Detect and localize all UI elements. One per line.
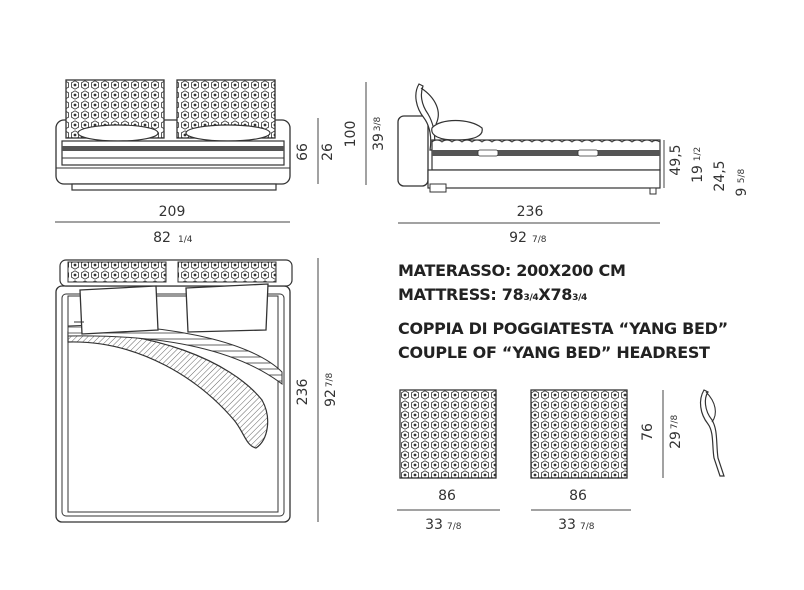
side-base xyxy=(427,169,661,189)
side-height-dim: 100 39 3/8 xyxy=(343,82,387,185)
headrest-profile xyxy=(699,389,725,477)
side-height-in-frac: 3/8 xyxy=(373,116,383,131)
top-duvet xyxy=(67,331,269,449)
side-height-in: 39 xyxy=(371,133,387,151)
top-view: 236 92 7/8 xyxy=(55,258,339,523)
headrest-width-in-left: 33 xyxy=(425,517,443,533)
side-mattress-top-cm: 49,5 xyxy=(668,144,684,175)
side-view: 236 92 7/8 49,5 19 1/2 24,5 9 5/8 xyxy=(397,83,750,246)
headrest-width-cm-left: 86 xyxy=(438,488,456,504)
front-width-in-frac: 1/4 xyxy=(178,235,193,245)
side-pillow xyxy=(431,119,483,141)
headrest-height-in: 29 xyxy=(668,431,684,449)
front-mattress xyxy=(61,140,285,166)
headrest-panel-left xyxy=(399,389,497,479)
top-depth-cm: 236 xyxy=(295,379,311,406)
top-pillow-left xyxy=(79,285,159,335)
side-mattress-top-in-frac: 1/2 xyxy=(693,147,703,161)
side-base-height-in: 9 xyxy=(734,188,750,197)
top-depth-in: 92 xyxy=(323,389,339,407)
headrest-height-cm: 76 xyxy=(640,423,656,441)
headrest-width-in-left-frac: 7/8 xyxy=(447,522,462,532)
headrest-spec: COPPIA DI POGGIATESTA “YANG BED” COUPLE … xyxy=(398,319,728,362)
mattress-line-en: MATTRESS: 783/4X783/4 xyxy=(398,285,587,304)
side-depth-in-frac: 7/8 xyxy=(532,235,547,245)
headrest-line-en: COUPLE OF “YANG BED” HEADREST xyxy=(398,343,710,362)
front-height2: 26 xyxy=(320,143,336,161)
headrest-width-in-right-frac: 7/8 xyxy=(580,522,595,532)
mattress-line-it: MATERASSO: 200X200 CM xyxy=(398,261,626,280)
front-pillow-left xyxy=(77,124,159,142)
side-base-height-cm: 24,5 xyxy=(712,160,728,191)
side-depth-cm: 236 xyxy=(517,204,544,220)
headrest-width-cm-right: 86 xyxy=(569,488,587,504)
front-plinth xyxy=(71,183,277,191)
side-headboard xyxy=(397,115,429,187)
headrest-line-it: COPPIA DI POGGIATESTA “YANG BED” xyxy=(398,319,728,338)
headrest-panel-right xyxy=(530,389,628,479)
headrest-views: 86 33 7/8 86 33 7/8 76 29 7/8 xyxy=(397,389,725,533)
headrest-width-in-right: 33 xyxy=(558,517,576,533)
front-view: 209 82 1/4 66 26 xyxy=(55,79,336,246)
top-depth-in-frac: 7/8 xyxy=(325,372,335,387)
side-mattress-top-in: 19 xyxy=(690,165,706,183)
top-pillow-right xyxy=(185,283,269,333)
front-height1: 66 xyxy=(295,143,311,161)
front-width-in: 82 xyxy=(153,230,171,246)
headrest-height-in-frac: 7/8 xyxy=(670,414,680,429)
mattress-spec: MATERASSO: 200X200 CM MATTRESS: 783/4X78… xyxy=(398,261,626,304)
front-pillow-right xyxy=(185,124,271,142)
side-height-cm: 100 xyxy=(343,121,359,148)
side-depth-in: 92 xyxy=(509,230,527,246)
front-width-cm: 209 xyxy=(159,204,186,220)
side-base-height-in-frac: 5/8 xyxy=(737,168,747,183)
